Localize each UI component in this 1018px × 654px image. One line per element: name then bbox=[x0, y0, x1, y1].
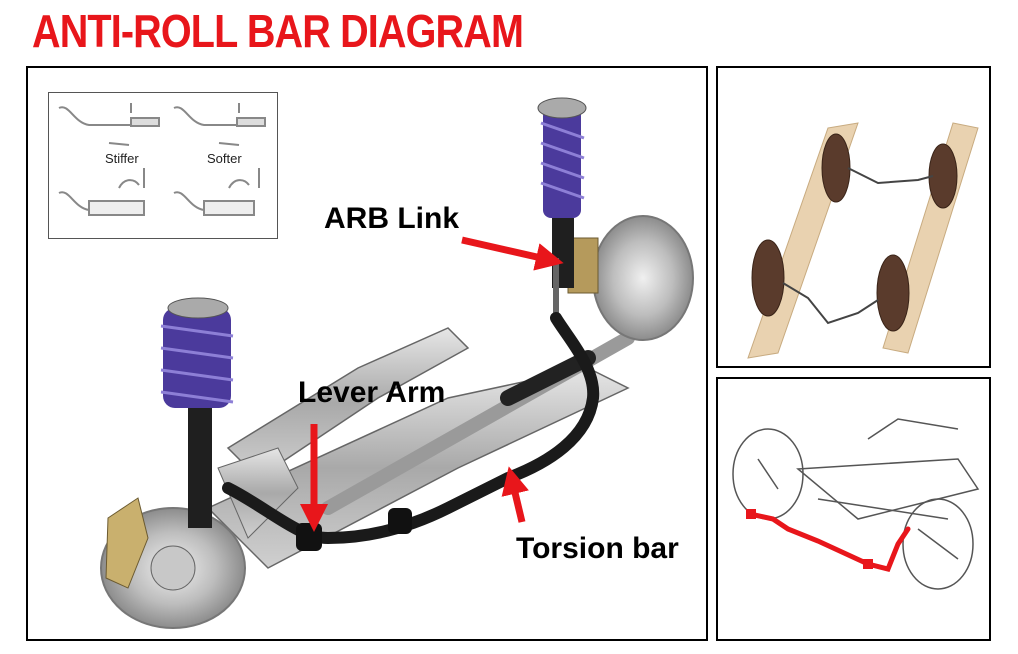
inset-label-softer: Softer bbox=[207, 151, 242, 166]
arb-end-left bbox=[746, 509, 756, 519]
front-suspension-sketch-panel bbox=[716, 377, 991, 641]
bar-bushing-right bbox=[388, 508, 412, 534]
brake-disc-right bbox=[592, 215, 694, 341]
damper-left bbox=[188, 408, 212, 528]
strut-mount-left bbox=[167, 297, 229, 319]
tire-front-right bbox=[928, 143, 958, 209]
bar-bushing-left bbox=[296, 523, 322, 551]
label-arb-link: ARB Link bbox=[324, 202, 459, 235]
spring-coils-left bbox=[160, 324, 234, 404]
torsion-bar-arrow bbox=[501, 466, 529, 523]
tire-front-left bbox=[821, 133, 851, 203]
brake-caliper-left bbox=[105, 497, 149, 589]
rack-boot bbox=[500, 350, 596, 406]
front-arb bbox=[847, 167, 934, 185]
red-anti-roll-bar bbox=[747, 511, 911, 572]
front-suspension-sketch bbox=[732, 418, 980, 590]
label-lever-arm: Lever Arm bbox=[298, 376, 446, 409]
tire-rear-right bbox=[876, 254, 910, 332]
spring-coils-right bbox=[540, 121, 585, 200]
strut-mount-right bbox=[537, 97, 587, 119]
rear-arb bbox=[782, 282, 879, 325]
inset-label-stiffer: Stiffer bbox=[105, 151, 139, 166]
stiffness-inset: Stiffer Softer bbox=[48, 92, 278, 239]
chassis-sketch bbox=[747, 122, 979, 359]
hub-left bbox=[150, 545, 196, 591]
page-title: ANTI-ROLL BAR DIAGRAM bbox=[32, 5, 524, 57]
knuckle-left bbox=[217, 447, 299, 539]
arb-link-arrow bbox=[461, 236, 564, 271]
coil-spring-right bbox=[543, 108, 581, 218]
suspension-illustration bbox=[100, 97, 694, 629]
main-diagram-panel: ARB Link Lever Arm Torsion bar Stiffer S… bbox=[26, 66, 708, 641]
tire-rear-left bbox=[751, 239, 785, 317]
arb-end-right bbox=[863, 559, 873, 569]
label-torsion-bar: Torsion bar bbox=[516, 532, 679, 565]
chassis-overview-panel bbox=[716, 66, 991, 368]
inset-sketch bbox=[58, 103, 266, 216]
